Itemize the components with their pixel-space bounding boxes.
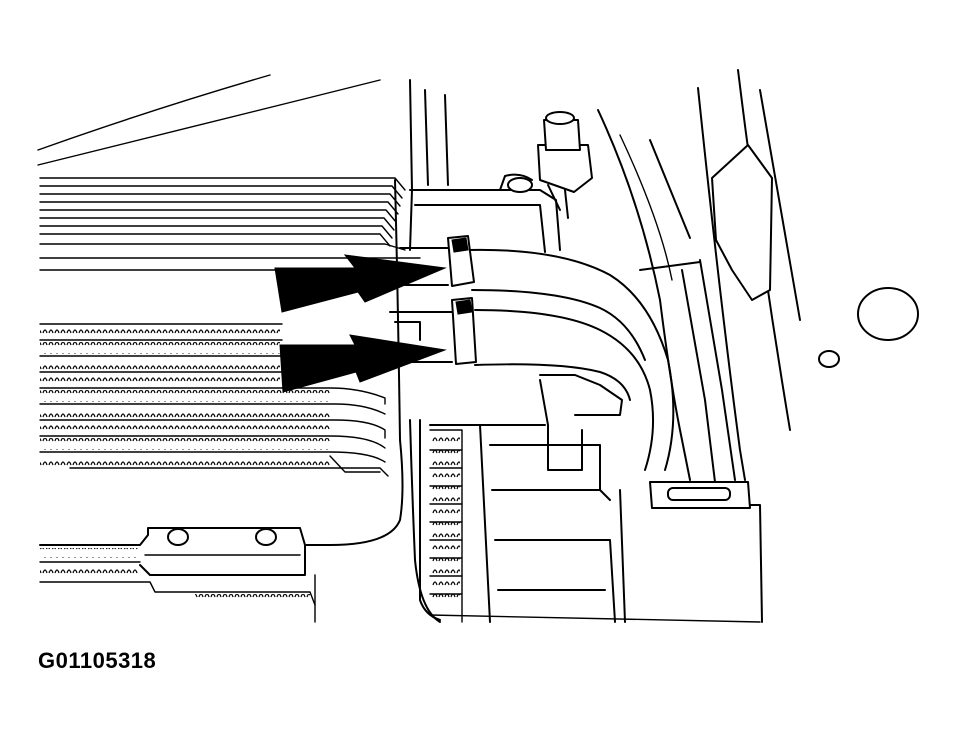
cooler-hoses [389, 247, 675, 471]
lower-hose-clamp-arrow [279, 334, 447, 393]
fan-shroud [429, 374, 763, 623]
pointer-arrows [274, 254, 447, 393]
upper-hose-clamp-arrow [274, 254, 447, 313]
body-panel-lines [37, 74, 381, 166]
radiator-core [39, 323, 389, 477]
lower-tank [39, 527, 316, 623]
figure-id-caption: G01105318 [38, 648, 157, 673]
hose-clamps [447, 235, 477, 365]
condenser-upper-fins [39, 177, 421, 271]
body-structure [597, 69, 919, 483]
mounting-bracket [409, 79, 593, 253]
